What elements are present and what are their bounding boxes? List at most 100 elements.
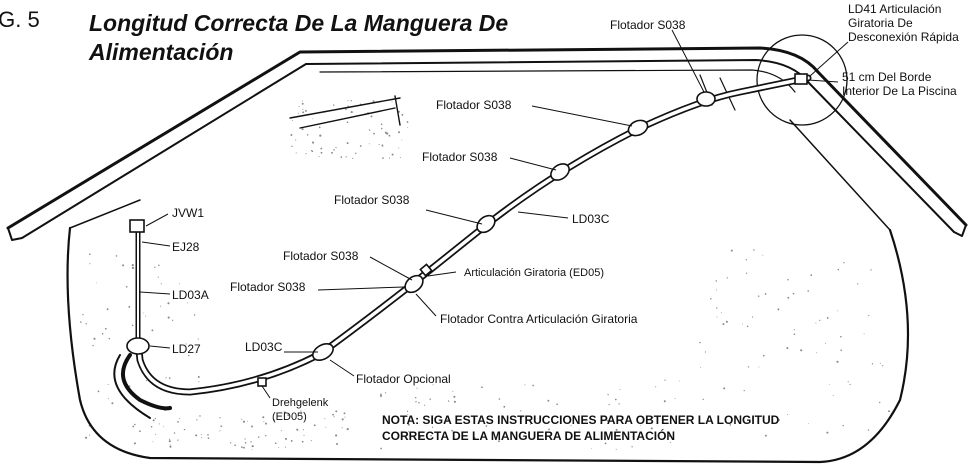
speckle-dot: [778, 419, 781, 421]
speckle-dot: [302, 429, 304, 431]
speckle-dot: [652, 416, 654, 418]
speckle-dot: [849, 383, 851, 386]
detail-circle: [756, 34, 848, 126]
speckle-dot: [335, 442, 339, 446]
speckle-dot: [726, 277, 728, 279]
speckle-dot: [183, 428, 186, 431]
speckle-dot: [169, 444, 171, 446]
instruction-note: NOTA: SIGA ESTAS INSTRUCCIONES PARA OBTE…: [382, 413, 780, 443]
speckle-dot: [473, 436, 476, 440]
speckle-dot: [324, 418, 326, 420]
speckle-dot: [284, 437, 288, 440]
speckle-dot: [380, 123, 383, 125]
speckle-dot: [79, 321, 82, 323]
label-ld03c-left: LD03C: [245, 340, 283, 354]
speckle-dot: [556, 403, 558, 406]
speckle-dot: [407, 423, 410, 426]
speckle-dot: [142, 312, 144, 314]
speckle-dot: [290, 134, 293, 136]
speckle-dot: [743, 389, 745, 392]
speckle-dot: [197, 338, 199, 340]
speckle-dot: [304, 109, 307, 112]
speckle-dot: [104, 327, 107, 330]
speckle-dot: [132, 425, 135, 428]
jvw1-fitting: [129, 219, 145, 233]
speckle-dot: [310, 440, 312, 442]
speckle-dot: [335, 410, 338, 413]
speckle-dot: [384, 392, 387, 394]
speckle-dot: [128, 305, 131, 308]
speckle-dot: [579, 428, 581, 430]
speckle-dot: [414, 396, 417, 399]
speckle-dot: [283, 411, 286, 414]
speckle-dot: [133, 423, 136, 426]
speckle-dot: [158, 264, 160, 267]
speckle-dot: [219, 417, 221, 419]
speckle-dot: [131, 324, 134, 327]
speckle-dot: [306, 134, 309, 136]
speckle-dot: [101, 333, 104, 335]
speckle-dot: [419, 379, 422, 382]
speckle-dot: [311, 150, 314, 153]
speckle-dot: [406, 121, 409, 123]
speckle-dot: [793, 329, 795, 331]
speckle-dot: [343, 412, 346, 415]
speckle-dot: [230, 442, 232, 444]
speckle-dot: [158, 423, 160, 425]
speckle-dot: [333, 149, 335, 151]
label-float-5: Flotador S038: [283, 249, 359, 263]
speckle-dot: [607, 393, 609, 396]
speckle-dot: [107, 398, 109, 400]
speckle-dot: [177, 421, 179, 423]
speckle-dot: [125, 285, 128, 288]
speckle-dot: [619, 388, 621, 390]
speckle-dot: [430, 434, 432, 437]
speckle-dot: [145, 379, 148, 382]
speckle-dot: [452, 391, 454, 393]
float-upper: [627, 119, 649, 137]
speckle-dot: [816, 352, 818, 354]
speckle-dot: [429, 398, 431, 401]
speckle-dot: [82, 314, 84, 316]
speckle-dot: [407, 420, 410, 422]
speckle-dot: [857, 283, 859, 285]
speckle-dot: [674, 398, 676, 399]
speckle-dot: [250, 441, 252, 443]
speckle-dot: [753, 249, 755, 251]
speckle-dot: [407, 414, 409, 416]
speckle-dot: [829, 383, 830, 385]
speckle-dot: [302, 111, 305, 114]
speckle-dot: [379, 394, 383, 397]
speckle-dot: [97, 390, 100, 393]
speckle-dot: [247, 420, 249, 422]
speckle-dot: [152, 441, 154, 443]
speckle-dot: [606, 419, 609, 422]
label-distance: 51 cm Del Borde Interior De La Piscina: [842, 70, 957, 98]
float-optional: [312, 343, 334, 361]
ld41-fitting: [794, 73, 808, 85]
speckle-dot: [347, 100, 349, 102]
speckle-dot: [863, 333, 865, 335]
speckle-dot: [401, 113, 404, 116]
speckle-dot: [871, 363, 874, 365]
speckle-dot: [122, 264, 125, 267]
label-float-4: Flotador S038: [334, 193, 410, 207]
speckle-dot: [320, 151, 323, 154]
float-top-right: [696, 91, 716, 107]
speckle-dot: [431, 426, 434, 428]
speckle-dot: [352, 157, 354, 159]
speckle-dot: [290, 439, 293, 442]
speckle-dot: [207, 434, 209, 436]
speckle-dot: [381, 144, 384, 147]
speckle-dot: [868, 314, 870, 317]
speckle-dot: [745, 272, 748, 274]
speckle-dot: [325, 426, 327, 428]
speckle-dot: [295, 152, 297, 154]
speckle-dot: [333, 104, 335, 106]
speckle-dot: [451, 429, 453, 432]
speckle-dot: [679, 380, 681, 382]
speckle-dot: [453, 395, 456, 398]
speckle-dot: [847, 381, 849, 383]
speckle-dot: [201, 437, 203, 439]
speckle-dot: [318, 126, 321, 129]
